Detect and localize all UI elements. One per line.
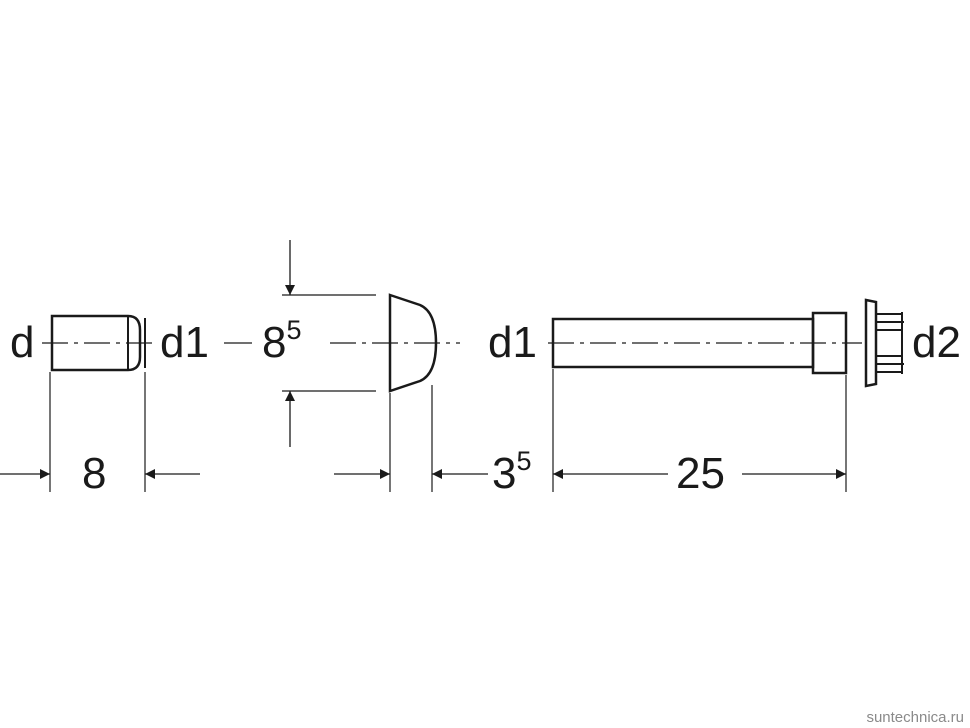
ring-seal	[864, 298, 904, 388]
label-gap-base: 3	[492, 449, 516, 498]
label-height-sup: 5	[286, 315, 301, 345]
label-gap: 35	[492, 446, 532, 498]
label-d1-right: d1	[488, 318, 537, 367]
label-height: 85	[262, 315, 302, 367]
label-height-base: 8	[262, 318, 286, 367]
label-length-small: 8	[82, 449, 106, 498]
label-d: d	[10, 318, 34, 367]
label-d1-left: d1	[160, 318, 209, 367]
label-gap-sup: 5	[516, 446, 531, 476]
cone-cap	[388, 293, 438, 393]
long-pipe	[551, 311, 848, 375]
dimension-arrows	[0, 240, 846, 479]
watermark: suntechnica.ru	[866, 709, 964, 726]
label-length-long: 25	[676, 449, 725, 498]
label-d2: d2	[912, 318, 961, 367]
